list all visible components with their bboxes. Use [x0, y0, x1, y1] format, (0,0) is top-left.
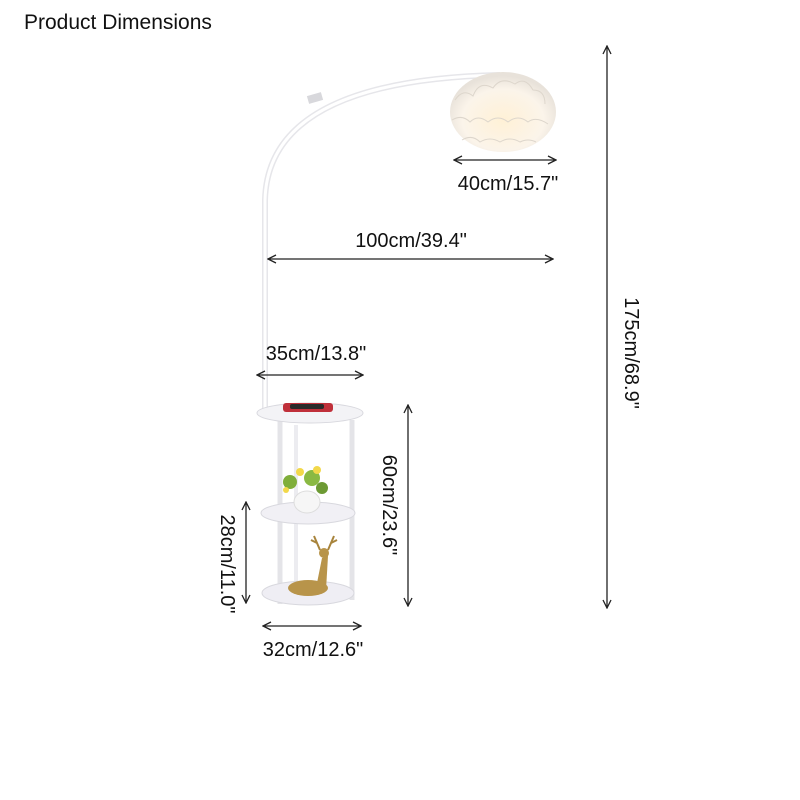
arm-reach-label: 100cm/39.4" — [355, 230, 467, 252]
base-width-label: 32cm/12.6" — [263, 639, 364, 661]
shelf-gap-label: 28cm/11.0" — [216, 514, 238, 613]
dimension-arrows — [246, 46, 607, 626]
deer-figurine — [288, 535, 338, 596]
total-height-label: 175cm/68.9" — [620, 297, 642, 409]
feather-shade — [450, 72, 556, 152]
shade-width-label: 40cm/15.7" — [458, 173, 559, 195]
potted-plant — [283, 466, 328, 514]
page-title: Product Dimensions — [24, 11, 212, 34]
table-height-label: 60cm/23.6" — [378, 455, 400, 556]
top-shelf-width-label: 35cm/13.8" — [266, 343, 367, 365]
side-table — [256, 402, 364, 606]
